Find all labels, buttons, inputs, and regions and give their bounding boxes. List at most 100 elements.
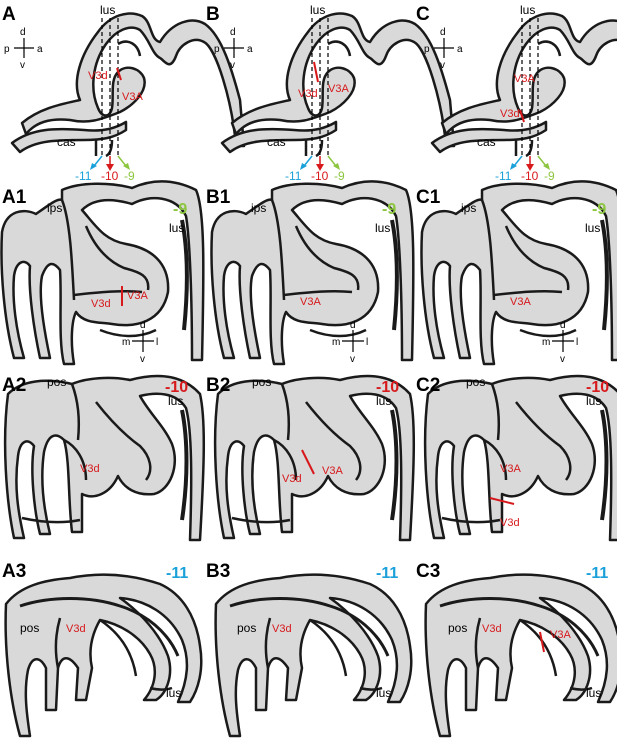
slice-number: -9	[382, 201, 396, 218]
svg-text:a: a	[457, 44, 463, 55]
label-v3d: V3d	[482, 623, 502, 635]
panel-label-c: C	[416, 4, 430, 25]
label-ips: ips	[251, 201, 266, 215]
boundary-line	[116, 67, 122, 81]
coronal-section-b3	[214, 573, 413, 738]
svg-text:v: v	[140, 354, 145, 365]
panel-label-a: A	[2, 4, 16, 25]
label-v3a: V3A	[514, 73, 535, 85]
orientation-cross-pa: d v p a	[214, 27, 253, 71]
svg-text:p: p	[214, 44, 220, 55]
svg-text:d: d	[440, 27, 446, 38]
label-v3d: V3d	[282, 473, 302, 485]
panel-label-c1: C1	[416, 187, 441, 208]
svg-text:a: a	[247, 44, 253, 55]
label-ips: ips	[461, 201, 476, 215]
label-v3d: V3d	[298, 88, 318, 100]
label-v3a: V3A	[122, 91, 143, 103]
label-v3a: V3A	[500, 463, 521, 475]
slice-number: -9	[173, 201, 187, 218]
panel-label-b2: B2	[206, 375, 230, 396]
svg-text:p: p	[424, 44, 430, 55]
svg-text:-10: -10	[311, 169, 329, 183]
svg-text:-10: -10	[101, 169, 119, 183]
panel-label-a2: A2	[2, 375, 26, 396]
orientation-cross-ml: d v m l	[332, 320, 368, 365]
slice-number: -10	[376, 379, 399, 396]
boundary-line	[313, 61, 319, 83]
panel-a1: A1 -9 ips lus V3d V3A d v m l	[0, 179, 206, 366]
svg-text:-9: -9	[334, 169, 345, 183]
coronal-section-c3	[424, 573, 617, 738]
svg-text:a: a	[37, 44, 43, 55]
label-lus: lus	[310, 3, 325, 17]
boundary-line	[539, 631, 545, 653]
label-lus: lus	[586, 394, 601, 408]
label-pos: pos	[466, 375, 485, 389]
svg-text:-10: -10	[521, 169, 539, 183]
panel-label-a3: A3	[2, 561, 26, 582]
label-lus: lus	[376, 394, 391, 408]
svg-text:d: d	[20, 27, 26, 38]
svg-text:d: d	[560, 320, 566, 331]
label-v3a: V3A	[550, 629, 571, 641]
label-pos: pos	[47, 375, 66, 389]
svg-text:p: p	[4, 44, 10, 55]
coronal-section-a3	[4, 573, 203, 738]
label-lus: lus	[168, 394, 183, 408]
panel-label-c2: C2	[416, 375, 440, 396]
label-v3a: V3A	[322, 465, 343, 477]
panel-a: A d v p a lus cas V3d V3A -11 -10	[2, 3, 246, 183]
slice-number: -10	[165, 379, 188, 396]
label-v3d: V3d	[500, 108, 520, 120]
orientation-cross-ml: d v m l	[542, 320, 578, 365]
label-pos: pos	[252, 375, 271, 389]
label-lus: lus	[166, 686, 181, 700]
svg-text:v: v	[230, 60, 235, 71]
panel-c1: C1 -9 ips lus V3A d v m l	[416, 179, 617, 366]
svg-text:v: v	[440, 60, 445, 71]
svg-text:l: l	[576, 337, 578, 348]
svg-text:v: v	[560, 354, 565, 365]
slice-lines	[311, 18, 329, 156]
boundary-line	[301, 449, 315, 475]
svg-text:m: m	[122, 337, 130, 348]
label-v3a: V3A	[300, 296, 321, 308]
label-lus: lus	[586, 686, 601, 700]
svg-text:-11: -11	[285, 169, 302, 183]
label-pos: pos	[237, 621, 256, 635]
panel-b1: B1 -9 ips lus V3A d v m l	[206, 179, 416, 366]
coronal-section-c1	[419, 179, 617, 366]
panel-a3: A3 -11 pos V3d lus	[2, 561, 203, 738]
label-v3d: V3d	[272, 623, 292, 635]
label-v3a: V3A	[510, 296, 531, 308]
svg-text:v: v	[350, 354, 355, 365]
label-cas: cas	[57, 135, 76, 149]
slice-lines	[101, 18, 119, 156]
slice-arrows: -11 -10 -9	[75, 155, 135, 183]
label-v3d: V3d	[80, 463, 100, 475]
label-pos: pos	[448, 621, 467, 635]
orientation-cross-pa: d v p a	[4, 27, 43, 71]
label-lus: lus	[169, 221, 184, 235]
slice-arrows: -11 -10 -9	[285, 155, 345, 183]
label-v3a: V3A	[328, 83, 349, 95]
label-lus: lus	[376, 686, 391, 700]
slice-number: -11	[376, 565, 398, 582]
label-v3d: V3d	[88, 70, 108, 82]
svg-text:d: d	[350, 320, 356, 331]
label-v3d: V3d	[66, 623, 86, 635]
panel-b3: B3 -11 pos V3d lus	[206, 561, 413, 738]
panel-c: C d v p a lus cas V3d V3A -11 -10	[416, 3, 617, 183]
boundary-line	[519, 109, 525, 123]
svg-text:d: d	[230, 27, 236, 38]
svg-text:-9: -9	[544, 169, 555, 183]
label-lus: lus	[520, 3, 535, 17]
panel-label-c3: C3	[416, 561, 440, 582]
label-cas: cas	[267, 135, 286, 149]
parasagittal-section-a	[10, 12, 246, 158]
orientation-cross-pa: d v p a	[424, 27, 463, 71]
panel-label-b: B	[206, 4, 220, 25]
label-cas: cas	[477, 135, 496, 149]
